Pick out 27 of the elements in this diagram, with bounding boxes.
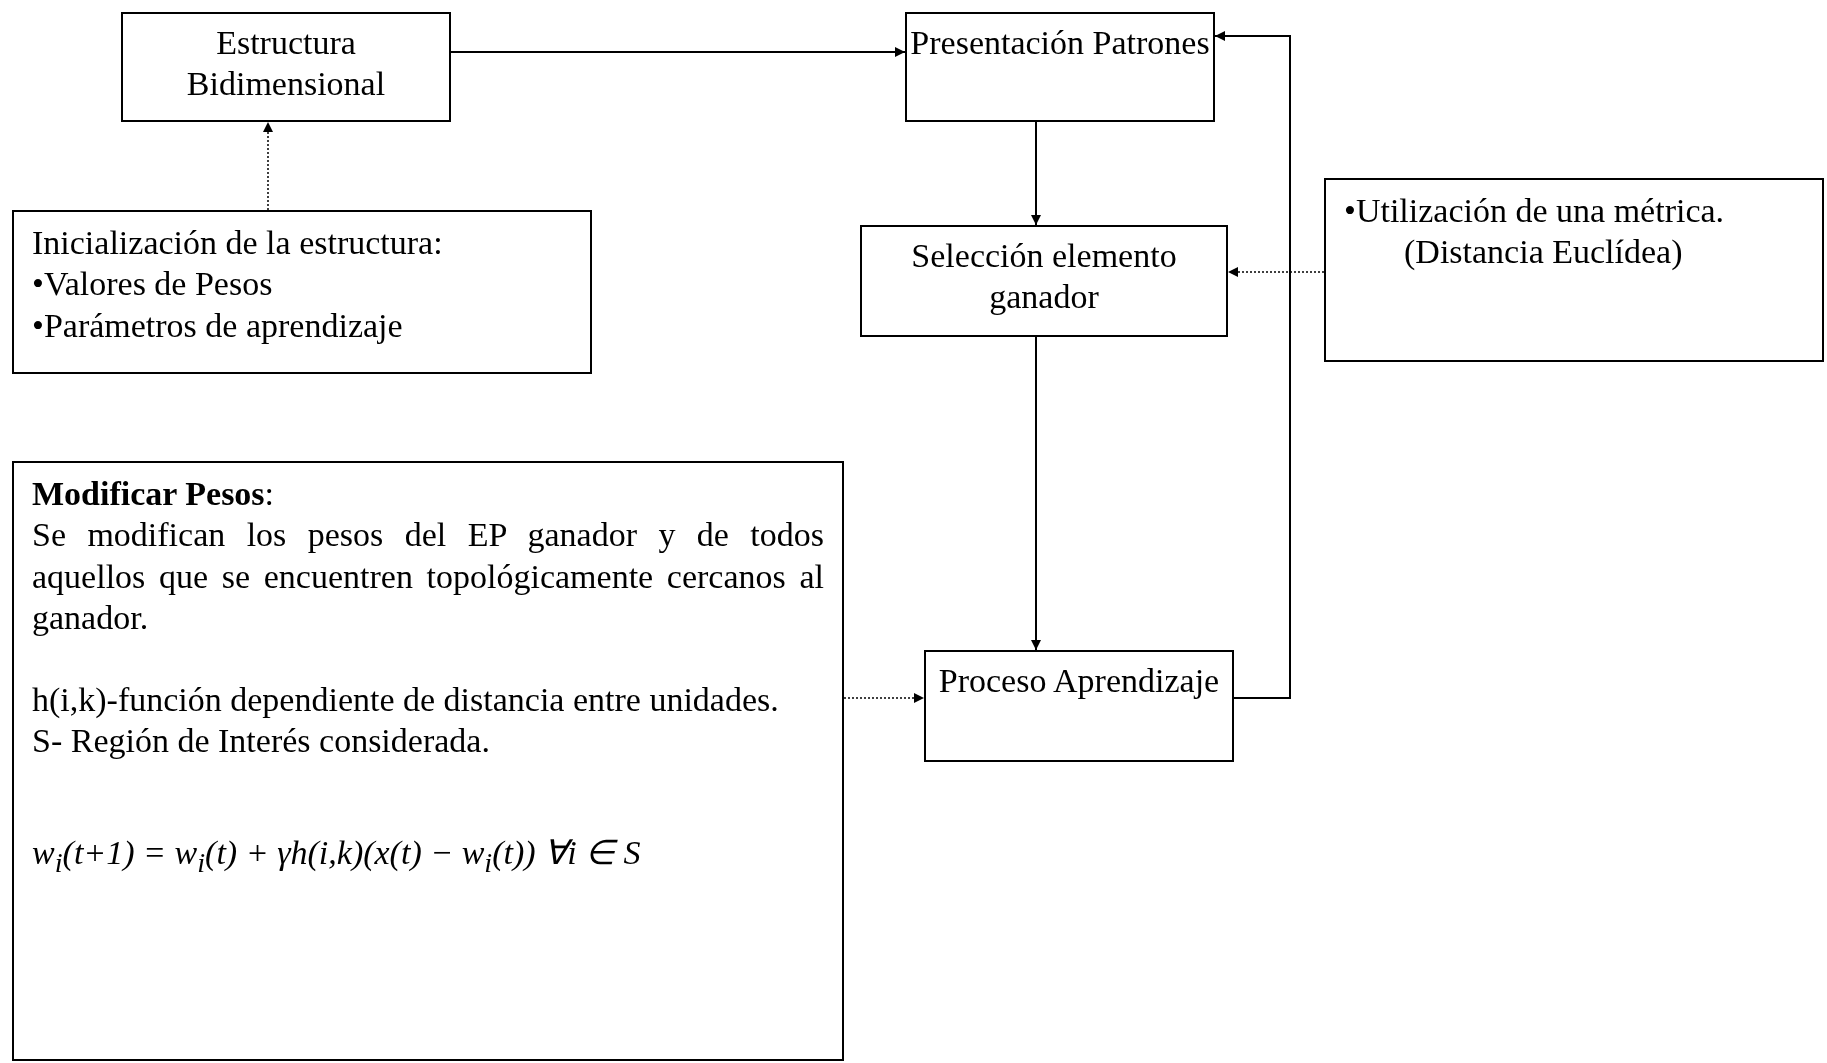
box-heading: Modificar Pesos: — [32, 474, 276, 514]
box-text: (Distancia Euclídea) — [1403, 232, 1684, 273]
box-text: Presentación Patrones — [909, 23, 1211, 63]
box-text: S- Región de Interés considerada. — [32, 721, 491, 762]
arrow — [450, 47, 906, 57]
box-text: Se modifican los pesos del EP ganador y de todos aquellos que se encuentren topológicamente cercanos al ganador. — [32, 515, 824, 639]
process-box — [924, 650, 1234, 762]
arrow — [1031, 336, 1041, 651]
box-text: Proceso Aprendizaje — [937, 661, 1221, 701]
box-text: •Valores de Pesos — [32, 264, 274, 305]
box-heading: •Utilización de una métrica. — [1344, 191, 1726, 231]
box-text: w$_{i}$(t+1) = w$_{i}$(t) + γh(i,k)(x(t) − w$_{i}$(t)) ∀i ∈ S — [32, 832, 642, 880]
process-box — [905, 12, 1215, 122]
arrow — [1031, 121, 1041, 226]
process-box — [12, 210, 592, 374]
arrow — [1227, 267, 1325, 277]
box-text: Estructura Bidimensional — [185, 23, 387, 105]
process-box — [12, 461, 844, 1061]
box-text: h(i,k)-función dependiente de distancia entre unidades. — [32, 679, 780, 720]
process-box — [1324, 178, 1824, 362]
arrow — [263, 121, 273, 211]
box-heading: Inicialización de la estructura: — [32, 223, 444, 263]
box-text: •Parámetros de aprendizaje — [32, 305, 404, 346]
arrow — [1214, 31, 1291, 699]
process-box — [860, 225, 1228, 337]
process-box — [121, 12, 451, 122]
box-text: Selección elemento ganador — [910, 236, 1178, 318]
